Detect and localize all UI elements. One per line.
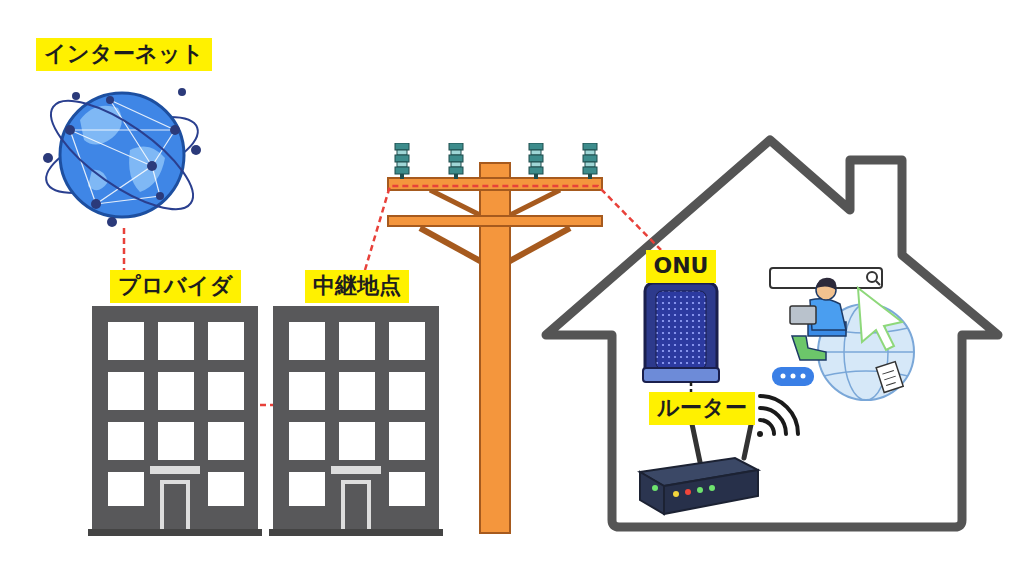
user-illustration	[770, 268, 914, 400]
router-device	[709, 485, 715, 491]
router-device	[685, 489, 691, 495]
internet-node: インターネット	[34, 38, 214, 228]
wifi-symbol	[757, 431, 763, 437]
dashed-connector	[690, 382, 693, 392]
globe-icon	[106, 96, 114, 104]
router-device	[652, 485, 658, 491]
dashed-connector	[260, 404, 273, 407]
user-illustration	[867, 272, 877, 282]
utility-pole	[420, 228, 482, 262]
globe-icon	[70, 130, 152, 204]
globe-icon	[36, 82, 208, 228]
globe-icon	[147, 161, 157, 171]
utility-pole	[388, 216, 602, 226]
house-outline	[546, 140, 998, 527]
label-tag: ルーター	[649, 392, 755, 425]
globe-icon	[43, 88, 201, 227]
router-device	[744, 420, 752, 458]
label-tag: ONU	[646, 250, 717, 283]
wifi-symbol	[760, 408, 786, 434]
utility-pole	[388, 143, 602, 533]
globe-icon	[70, 100, 175, 204]
globe-icon	[70, 129, 175, 130]
user-illustration	[882, 370, 893, 374]
office-building	[88, 306, 262, 536]
utility-pole	[529, 143, 543, 179]
wifi-symbol	[757, 396, 798, 437]
router-node: ルーター	[637, 392, 767, 520]
office-building	[269, 306, 443, 536]
office-building	[269, 306, 443, 536]
utility-pole	[449, 143, 463, 179]
globe-icon	[60, 93, 184, 217]
onu-device	[656, 291, 706, 369]
onu-device	[643, 283, 719, 382]
utility-pole	[508, 190, 560, 216]
globe-icon	[156, 192, 164, 200]
onu-device	[645, 283, 717, 378]
relay-node: 中継地点	[273, 270, 441, 532]
router-device	[640, 420, 758, 514]
utility-pole	[395, 143, 409, 179]
router-device	[640, 472, 664, 514]
utility-pole	[508, 228, 570, 262]
router-device	[692, 424, 700, 462]
utility-pole	[430, 190, 482, 216]
house-outline	[546, 140, 998, 527]
user-illustration	[791, 374, 796, 379]
globe-icon	[65, 125, 75, 135]
user-illustration	[772, 367, 814, 386]
user-illustration	[816, 278, 836, 290]
provider-node: プロバイダ	[90, 270, 260, 532]
label-tag: プロバイダ	[110, 270, 241, 303]
user-illustration	[876, 362, 903, 393]
user-illustration	[818, 351, 914, 353]
router-device	[697, 487, 703, 493]
globe-icon	[43, 153, 53, 163]
user-illustration	[790, 306, 816, 324]
user-illustration	[858, 288, 902, 350]
user-illustration	[876, 362, 903, 393]
utility-pole	[583, 143, 597, 179]
dashed-connector	[365, 186, 661, 270]
onu-device	[643, 368, 719, 382]
utility-pole	[388, 178, 602, 190]
office-building	[88, 306, 262, 536]
wifi-symbol	[760, 396, 798, 434]
user-illustration	[792, 336, 826, 360]
onu-node: ONU	[641, 250, 721, 382]
globe-icon	[80, 106, 122, 145]
globe-icon	[72, 92, 80, 100]
router-device	[673, 491, 679, 497]
globe-icon	[91, 199, 101, 209]
globe-icon	[170, 125, 180, 135]
label-tag: インターネット	[36, 38, 212, 71]
globe-icon	[178, 88, 186, 96]
label-tag: 中継地点	[305, 270, 409, 303]
user-illustration	[886, 382, 896, 385]
user-illustration	[801, 374, 806, 379]
wifi-symbol	[760, 420, 774, 434]
user-illustration	[781, 374, 786, 379]
globe-icon	[191, 145, 201, 155]
globe-icon	[96, 166, 160, 204]
user-illustration	[876, 281, 880, 285]
globe-icon	[107, 217, 117, 227]
globe-icon	[36, 82, 208, 228]
dashed-connector	[123, 228, 126, 270]
user-illustration	[884, 376, 895, 380]
router-device	[664, 470, 758, 514]
